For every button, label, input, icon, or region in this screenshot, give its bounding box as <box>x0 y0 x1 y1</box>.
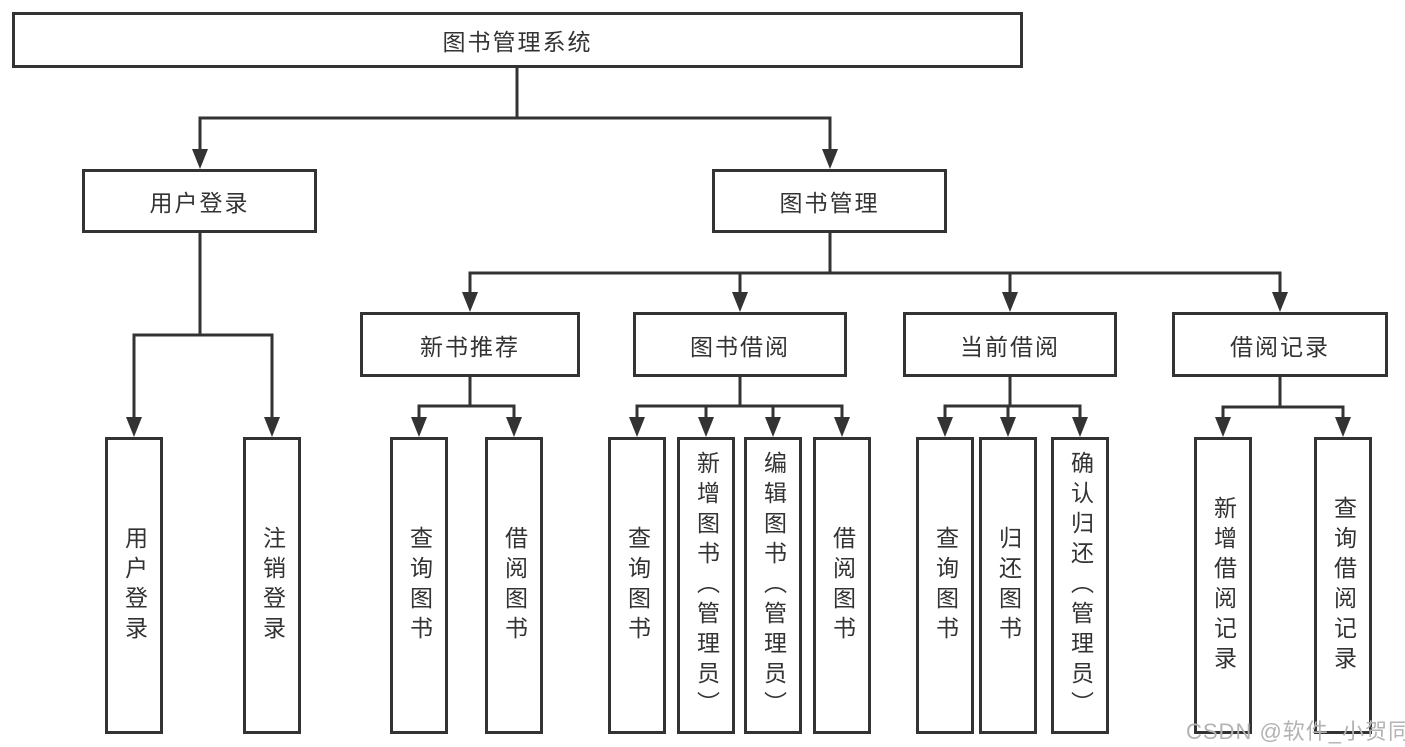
node-book-borrowing-label: 图书借阅 <box>690 333 790 360</box>
node-current-borrowing: 当前借阅 <box>903 312 1117 377</box>
node-book-borrowing: 图书借阅 <box>633 312 847 377</box>
leaf-query-books-borrow: 查询图书 <box>608 437 666 734</box>
leaf-query-books-current: 查询图书 <box>916 437 974 734</box>
arrowheads <box>126 149 1351 437</box>
leaf-add-borrow-record-label: 新增借阅记录 <box>1210 495 1237 676</box>
node-current-borrowing-label: 当前借阅 <box>960 333 1060 360</box>
leaf-add-books-admin: 新增图书（管理员） <box>677 437 735 734</box>
leaf-logout-label: 注销登录 <box>259 525 286 646</box>
node-user-login: 用户登录 <box>82 169 317 233</box>
leaf-add-books-admin-label: 新增图书（管理员） <box>693 450 720 721</box>
node-new-book-recommend: 新书推荐 <box>360 312 580 377</box>
leaf-user-login-label: 用户登录 <box>121 525 148 646</box>
node-root-label: 图书管理系统 <box>442 29 593 55</box>
leaf-query-borrow-record-label: 查询借阅记录 <box>1330 495 1357 676</box>
leaf-return-books: 归还图书 <box>979 437 1037 734</box>
leaf-borrow-books-recommend: 借阅图书 <box>485 437 543 734</box>
leaf-return-books-label: 归还图书 <box>995 525 1022 646</box>
node-book-management: 图书管理 <box>712 169 947 233</box>
leaf-borrow-books-label: 借阅图书 <box>829 525 856 646</box>
leaf-logout: 注销登录 <box>243 437 301 734</box>
csdn-watermark: CSDN @软件_小贺同学 <box>1186 719 1405 744</box>
leaf-query-borrow-record: 查询借阅记录 <box>1314 437 1372 734</box>
leaf-query-books-recommend: 查询图书 <box>390 437 448 734</box>
leaf-add-borrow-record: 新增借阅记录 <box>1194 437 1252 734</box>
leaf-borrow-books: 借阅图书 <box>813 437 871 734</box>
leaf-borrow-books-recommend-label: 借阅图书 <box>501 525 528 646</box>
node-book-management-label: 图书管理 <box>779 190 880 216</box>
leaf-query-books-borrow-label: 查询图书 <box>624 525 651 646</box>
leaf-query-books-current-label: 查询图书 <box>932 525 959 646</box>
node-root-system: 图书管理系统 <box>12 12 1023 68</box>
node-borrowing-records-label: 借阅记录 <box>1230 333 1330 360</box>
leaf-query-books-recommend-label: 查询图书 <box>406 525 433 646</box>
leaf-edit-books-admin: 编辑图书（管理员） <box>744 437 802 734</box>
leaf-confirm-return-admin: 确认归还（管理员） <box>1051 437 1109 734</box>
node-new-book-recommend-label: 新书推荐 <box>420 333 520 360</box>
leaf-edit-books-admin-label: 编辑图书（管理员） <box>760 450 787 721</box>
leaf-user-login: 用户登录 <box>105 437 163 734</box>
leaf-confirm-return-admin-label: 确认归还（管理员） <box>1067 450 1094 721</box>
node-borrowing-records: 借阅记录 <box>1172 312 1388 377</box>
node-user-login-label: 用户登录 <box>149 190 250 216</box>
